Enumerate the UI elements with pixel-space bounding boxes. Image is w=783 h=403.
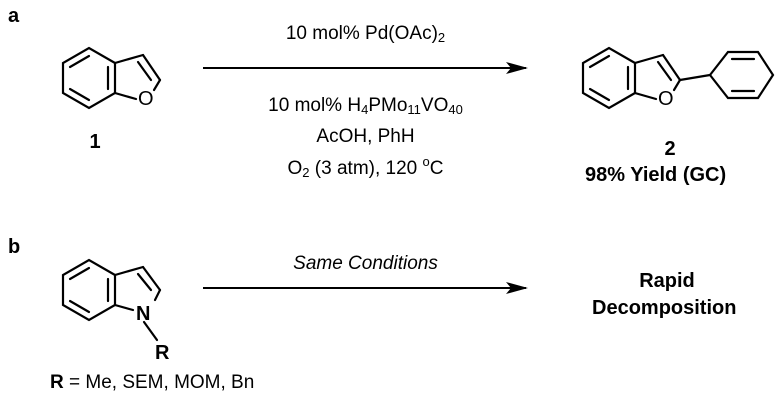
catalyst-formula: Pd(OAc)2 [365, 23, 446, 45]
indole-structure [61, 258, 162, 342]
conditions-same: Same Conditions [293, 253, 438, 274]
benzofuran-oxygen: O [138, 88, 154, 110]
conditions-solvent: AcOH, PhH [316, 126, 415, 147]
phenylbenzofuran-oxygen: O [658, 88, 674, 110]
cocatalyst-formula: H4PMo11VO40 [347, 95, 463, 117]
phenylbenzofuran-structure [581, 46, 775, 110]
conditions-catalyst: 10 mol% Pd(OAc)2 [203, 23, 528, 45]
indole-r-group: R [155, 342, 170, 364]
compound-number-1: 1 [89, 131, 101, 153]
compound-number-2: 2 [664, 138, 676, 160]
panel-b-label: b [8, 236, 21, 258]
substituent-definition: R = Me, SEM, MOM, Bn [50, 372, 255, 393]
result-decomposition: Decomposition [592, 297, 737, 319]
panel-a-label: a [8, 5, 20, 27]
conditions-cocatalyst: 10 mol% H4PMo11VO40 [203, 95, 528, 117]
indole-nitrogen: N [136, 303, 150, 325]
benzofuran-structure [61, 46, 162, 110]
result-rapid: Rapid [639, 270, 695, 292]
catalyst-amount: 10 mol% [285, 23, 360, 44]
product-yield: 98% Yield (GC) [585, 164, 727, 186]
cocatalyst-amount: 10 mol% [268, 95, 343, 116]
conditions-oxidant-temperature: O2 (3 atm), 120 oC [287, 154, 444, 180]
